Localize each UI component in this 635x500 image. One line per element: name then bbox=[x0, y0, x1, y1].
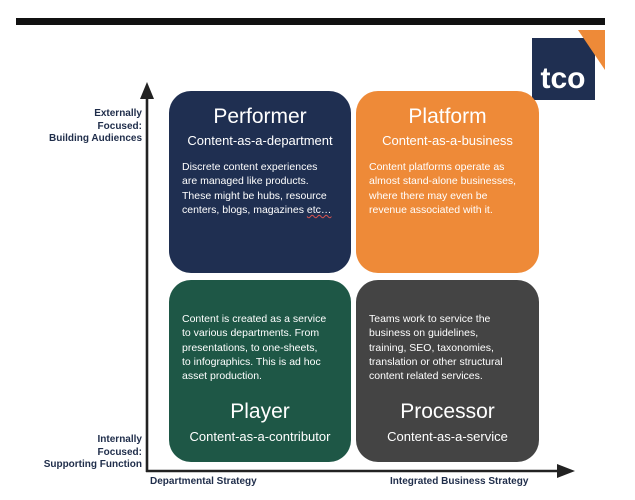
y-top-line-3: Building Audiences bbox=[49, 133, 142, 144]
description-line: Content is created as a service bbox=[182, 313, 327, 325]
quadrant-subtitle: Content-as-a-service bbox=[387, 429, 508, 444]
y-top-line-1: Externally bbox=[94, 108, 142, 119]
top-rule bbox=[16, 18, 605, 25]
quadrant-title: Player bbox=[230, 400, 290, 423]
logo-text: tco bbox=[541, 62, 586, 95]
description-line: asset production. bbox=[182, 370, 262, 383]
description-line: to various departments. From bbox=[182, 327, 320, 340]
description-line: Teams work to service the bbox=[369, 313, 491, 325]
description-line: to infographics. This is ad hoc bbox=[182, 355, 321, 368]
description-line: presentations, to one-sheets, bbox=[182, 341, 318, 354]
y-bottom-line-2: Focused: bbox=[97, 446, 142, 458]
quadrant-platform: Platform Content-as-a-business Content p… bbox=[356, 91, 539, 273]
description-line: centers, blogs, magazines etc… bbox=[182, 203, 341, 217]
quadrant-performer: Performer Content-as-a-department Discre… bbox=[169, 91, 351, 273]
y-bottom-line-1: Internally bbox=[97, 434, 142, 445]
x-axis-arrowhead bbox=[557, 464, 575, 478]
description-line: Discrete content experiences bbox=[182, 161, 318, 173]
quadrant-subtitle: Content-as-a-business bbox=[382, 133, 513, 148]
quadrant-subtitle: Content-as-a-contributor bbox=[189, 429, 331, 444]
y-axis-label-bottom: Internally Focused: Supporting Function bbox=[14, 434, 142, 472]
tco-logo: tco bbox=[532, 30, 605, 100]
y-top-line-2: Focused: bbox=[97, 120, 142, 132]
quadrant-description: Teams work to service the business on gu… bbox=[369, 312, 529, 383]
description-line: business on guidelines, bbox=[369, 327, 479, 340]
description-line: where there may even be bbox=[369, 189, 488, 202]
y-bottom-line-3: Supporting Function bbox=[43, 459, 142, 470]
description-line-text: centers, blogs, magazines bbox=[182, 203, 307, 216]
quadrant-description: Content is created as a service to vario… bbox=[182, 312, 341, 383]
quadrant-description: Discrete content experiences are managed… bbox=[182, 160, 341, 217]
description-line: almost stand-alone businesses, bbox=[369, 175, 517, 188]
description-etc: etc… bbox=[306, 203, 332, 216]
quadrant-subtitle: Content-as-a-department bbox=[187, 133, 333, 148]
description-line: translation or other structural bbox=[369, 355, 503, 368]
description-line: These might be hubs, resource bbox=[182, 189, 327, 202]
x-axis-label-right: Integrated Business Strategy bbox=[390, 476, 529, 487]
tco-logo-graphic: tco bbox=[532, 30, 605, 100]
x-axis-label-left: Departmental Strategy bbox=[150, 476, 257, 487]
description-line: content related services. bbox=[369, 370, 483, 383]
y-axis-arrowhead bbox=[140, 82, 154, 99]
quadrant-title: Platform bbox=[408, 105, 487, 128]
quadrant-player: Content is created as a service to vario… bbox=[169, 280, 351, 462]
quadrant-processor: Teams work to service the business on gu… bbox=[356, 280, 539, 462]
description-line: training, SEO, taxonomies, bbox=[369, 341, 494, 354]
quadrant-title: Processor bbox=[400, 400, 495, 423]
y-axis-label-top: Externally Focused: Building Audiences bbox=[14, 108, 142, 146]
quadrant-title: Performer bbox=[213, 105, 307, 128]
description-line: revenue associated with it. bbox=[369, 203, 493, 216]
quadrant-description: Content platforms operate as almost stan… bbox=[369, 160, 529, 217]
description-line: are managed like products. bbox=[182, 175, 309, 188]
description-line: Content platforms operate as bbox=[369, 161, 505, 173]
